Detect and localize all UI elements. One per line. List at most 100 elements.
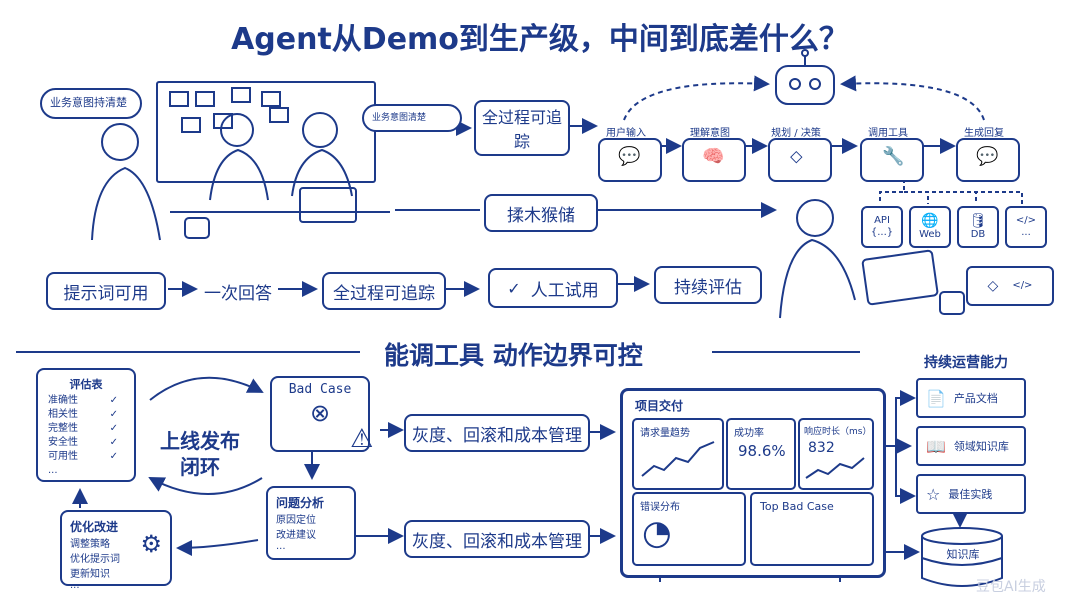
code-icon: </>	[1015, 215, 1037, 226]
analysis-item: 改进建议	[276, 530, 316, 541]
eval-item: 准确性✓	[48, 395, 118, 406]
analysis-card: 问题分析 原因定位 改进建议 ...	[266, 486, 356, 560]
latency-title: 响应时长（ms）	[804, 427, 872, 437]
flowchart-icon: ⬦	[768, 138, 832, 182]
analysis-title: 问题分析	[276, 496, 325, 510]
analysis-item: 原因定位	[276, 515, 316, 526]
watermark: 豆包AI生成	[976, 579, 1046, 595]
api-label: API	[874, 215, 890, 226]
gear-icon: ⚙	[140, 530, 162, 558]
brain-icon: 🧠	[682, 138, 746, 182]
optimize-title: 优化改进	[70, 520, 119, 534]
trend-title: 请求量趋势	[640, 428, 690, 439]
section-heading: 能调工具 动作边界可控	[384, 341, 643, 370]
eval-item: 可用性✓	[48, 451, 118, 462]
check-icon: ✓	[109, 395, 118, 406]
wrench-icon: 🔧	[860, 138, 924, 182]
pipeline-step-prompt: 提示词可用	[46, 272, 166, 310]
document-icon: 📄	[926, 388, 946, 408]
kb-label: 知识库	[946, 548, 980, 561]
web-label: Web	[919, 229, 941, 241]
blurry-box: 揉木猴储	[484, 194, 598, 232]
success-panel: 成功率 98.6%	[726, 418, 796, 490]
top-bad-case-title: Top Bad Case	[760, 500, 834, 513]
error-title: 错误分布	[640, 502, 680, 513]
eval-item: 安全性✓	[48, 437, 118, 448]
warning-icon: ⚠	[350, 424, 374, 454]
best-practice-item: ☆ 最佳实践	[916, 474, 1026, 514]
eval-item: 完整性✓	[48, 423, 118, 434]
database-icon: 🛢	[969, 212, 987, 229]
check-icon: ✓	[109, 423, 118, 434]
more-tool: </> ...	[1005, 206, 1047, 248]
code-icon: </>	[1012, 280, 1033, 291]
pipeline-step-trace: 全过程可追踪	[322, 272, 446, 310]
flow-node-label: 用户输入	[606, 128, 646, 139]
cycle-label-line2: 闭环	[180, 455, 220, 479]
dashboard-title: 项目交付	[635, 399, 684, 413]
bad-case-title: Bad Case	[288, 382, 352, 397]
chat-icon: 💬	[956, 138, 1020, 182]
latency-line	[805, 457, 865, 479]
trend-line	[641, 441, 715, 477]
pipeline-step-manual: ✓ 人工试用	[488, 268, 618, 308]
page-title: Agent从Demo到生产级，中间到底差什么？	[231, 22, 849, 57]
web-tool: 🌐 Web	[909, 206, 951, 248]
cycle-label: 上线发布 闭环	[160, 428, 240, 480]
gray-rollback-box-2: 灰度、回滚和成本管理	[404, 520, 590, 558]
trace-box-top: 全过程可追踪	[474, 100, 570, 156]
chat-icon: 💬	[598, 138, 662, 182]
optimize-item: 调整策略	[70, 539, 110, 550]
success-title: 成功率	[734, 428, 764, 439]
product-docs-label: 产品文档	[953, 392, 998, 405]
close-circle-icon: ⊗	[309, 399, 331, 427]
check-icon: ✓	[109, 409, 118, 420]
api-sub: {...}	[870, 227, 894, 238]
ops-title: 持续运营能力	[924, 355, 1008, 371]
domain-kb-label: 领域知识库	[953, 440, 1009, 453]
latency-value: 832	[808, 440, 835, 456]
book-icon: 📖	[926, 436, 946, 456]
check-icon: ✓	[109, 437, 118, 448]
optimize-item: 优化提示词	[70, 554, 120, 565]
globe-icon: 🌐	[921, 212, 939, 229]
checkmark-icon: ✓	[507, 278, 521, 298]
evaluation-card: 评估表 准确性✓ 相关性✓ 完整性✓ 安全性✓ 可用性✓ ...	[36, 368, 136, 482]
best-practice-label: 最佳实践	[948, 488, 993, 501]
trend-panel: 请求量趋势	[632, 418, 724, 490]
speech-bubble-intent: 业务意图持清楚	[40, 88, 142, 119]
pie-chart-icon: ◔	[642, 513, 672, 553]
evaluation-title: 评估表	[69, 378, 103, 391]
optimize-card: 优化改进 调整策略 优化提示词 更新知识 ... ⚙	[60, 510, 172, 591]
eval-item: 相关性✓	[48, 409, 118, 420]
bad-case-card: Bad Case ⊗	[270, 376, 370, 452]
speech-bubble-intent-clear: 业务意图清楚	[362, 104, 462, 133]
db-label: DB	[970, 229, 986, 241]
pipeline-step-single-answer: 一次回答	[204, 284, 272, 304]
pipeline-step-eval: 持续评估	[654, 266, 762, 304]
domain-kb-item: 📖 领域知识库	[916, 426, 1026, 466]
gray-rollback-box-1: 灰度、回滚和成本管理	[404, 414, 590, 452]
cycle-label-line1: 上线发布	[160, 429, 240, 453]
latency-panel: 响应时长（ms） 832	[798, 418, 874, 490]
api-tool: API {...}	[861, 206, 903, 248]
db-tool: 🛢 DB	[957, 206, 999, 248]
flow-node-label: 理解意图	[690, 128, 730, 139]
eval-item: ...	[48, 465, 58, 476]
diamond-icon: ◇	[987, 277, 999, 294]
success-value: 98.6%	[738, 442, 786, 460]
optimize-item: ...	[70, 580, 80, 591]
product-docs-item: 📄 产品文档	[916, 378, 1026, 418]
optimize-item: 更新知识	[70, 569, 110, 580]
top-bad-case-panel: Top Bad Case	[750, 492, 874, 566]
analysis-item: ...	[276, 541, 286, 552]
pipeline-step-manual-label: 人工试用	[530, 280, 599, 301]
star-icon: ☆	[926, 484, 941, 504]
code-badge-tool: ◇ </>	[966, 266, 1054, 306]
flow-node-label: 生成回复	[964, 128, 1004, 139]
flow-node-label: 调用工具	[868, 128, 908, 139]
error-panel: 错误分布 ◔	[632, 492, 746, 566]
check-icon: ✓	[109, 451, 118, 462]
more-label: ...	[1021, 227, 1031, 238]
flow-node-label: 规划 / 决策	[771, 128, 821, 139]
